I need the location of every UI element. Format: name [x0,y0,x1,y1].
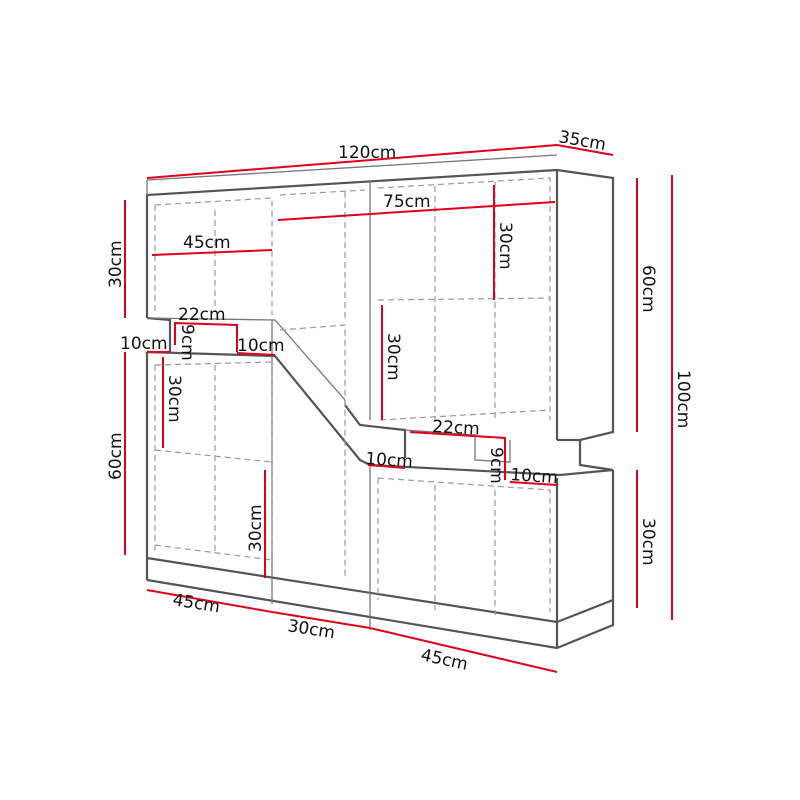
shelf-outline [145,154,615,650]
label-left-step-width: 22cm [178,305,226,325]
label-left-bottom-compartment-height: 30cm [246,504,266,552]
label-left-lower-height: 60cm [106,432,126,480]
label-right-upper-height: 60cm [638,265,658,313]
label-right-lower-height: 30cm [638,518,658,566]
label-left-middle-compartment-height: 30cm [164,375,184,423]
label-upper-right-width: 75cm [383,192,431,212]
label-total-width: 120cm [338,143,396,163]
label-right-middle-compartment-height: 30cm [383,333,403,381]
label-left-offset-a: 10cm [120,334,168,354]
label-upper-left-height: 30cm [106,240,126,288]
dimension-lines [124,144,673,673]
label-right-step-height: 9cm [486,447,506,484]
label-total-height: 100cm [673,370,693,428]
label-bottom-left-width: 45cm [171,590,221,617]
label-right-offset-b: 10cm [510,465,559,488]
label-left-offset-b: 10cm [237,336,285,356]
hidden-lines [154,177,551,615]
label-depth: 35cm [557,127,607,155]
label-left-step-height: 9cm [177,324,197,361]
label-upper-left-shelf-width: 45cm [183,233,231,253]
label-right-offset-a: 10cm [365,449,414,472]
label-right-step-width: 22cm [432,417,481,439]
dimension-labels: 120cm 35cm 75cm 45cm 30cm 30cm 60cm 100c… [106,127,693,675]
label-upper-right-compartment-height: 30cm [495,222,515,270]
